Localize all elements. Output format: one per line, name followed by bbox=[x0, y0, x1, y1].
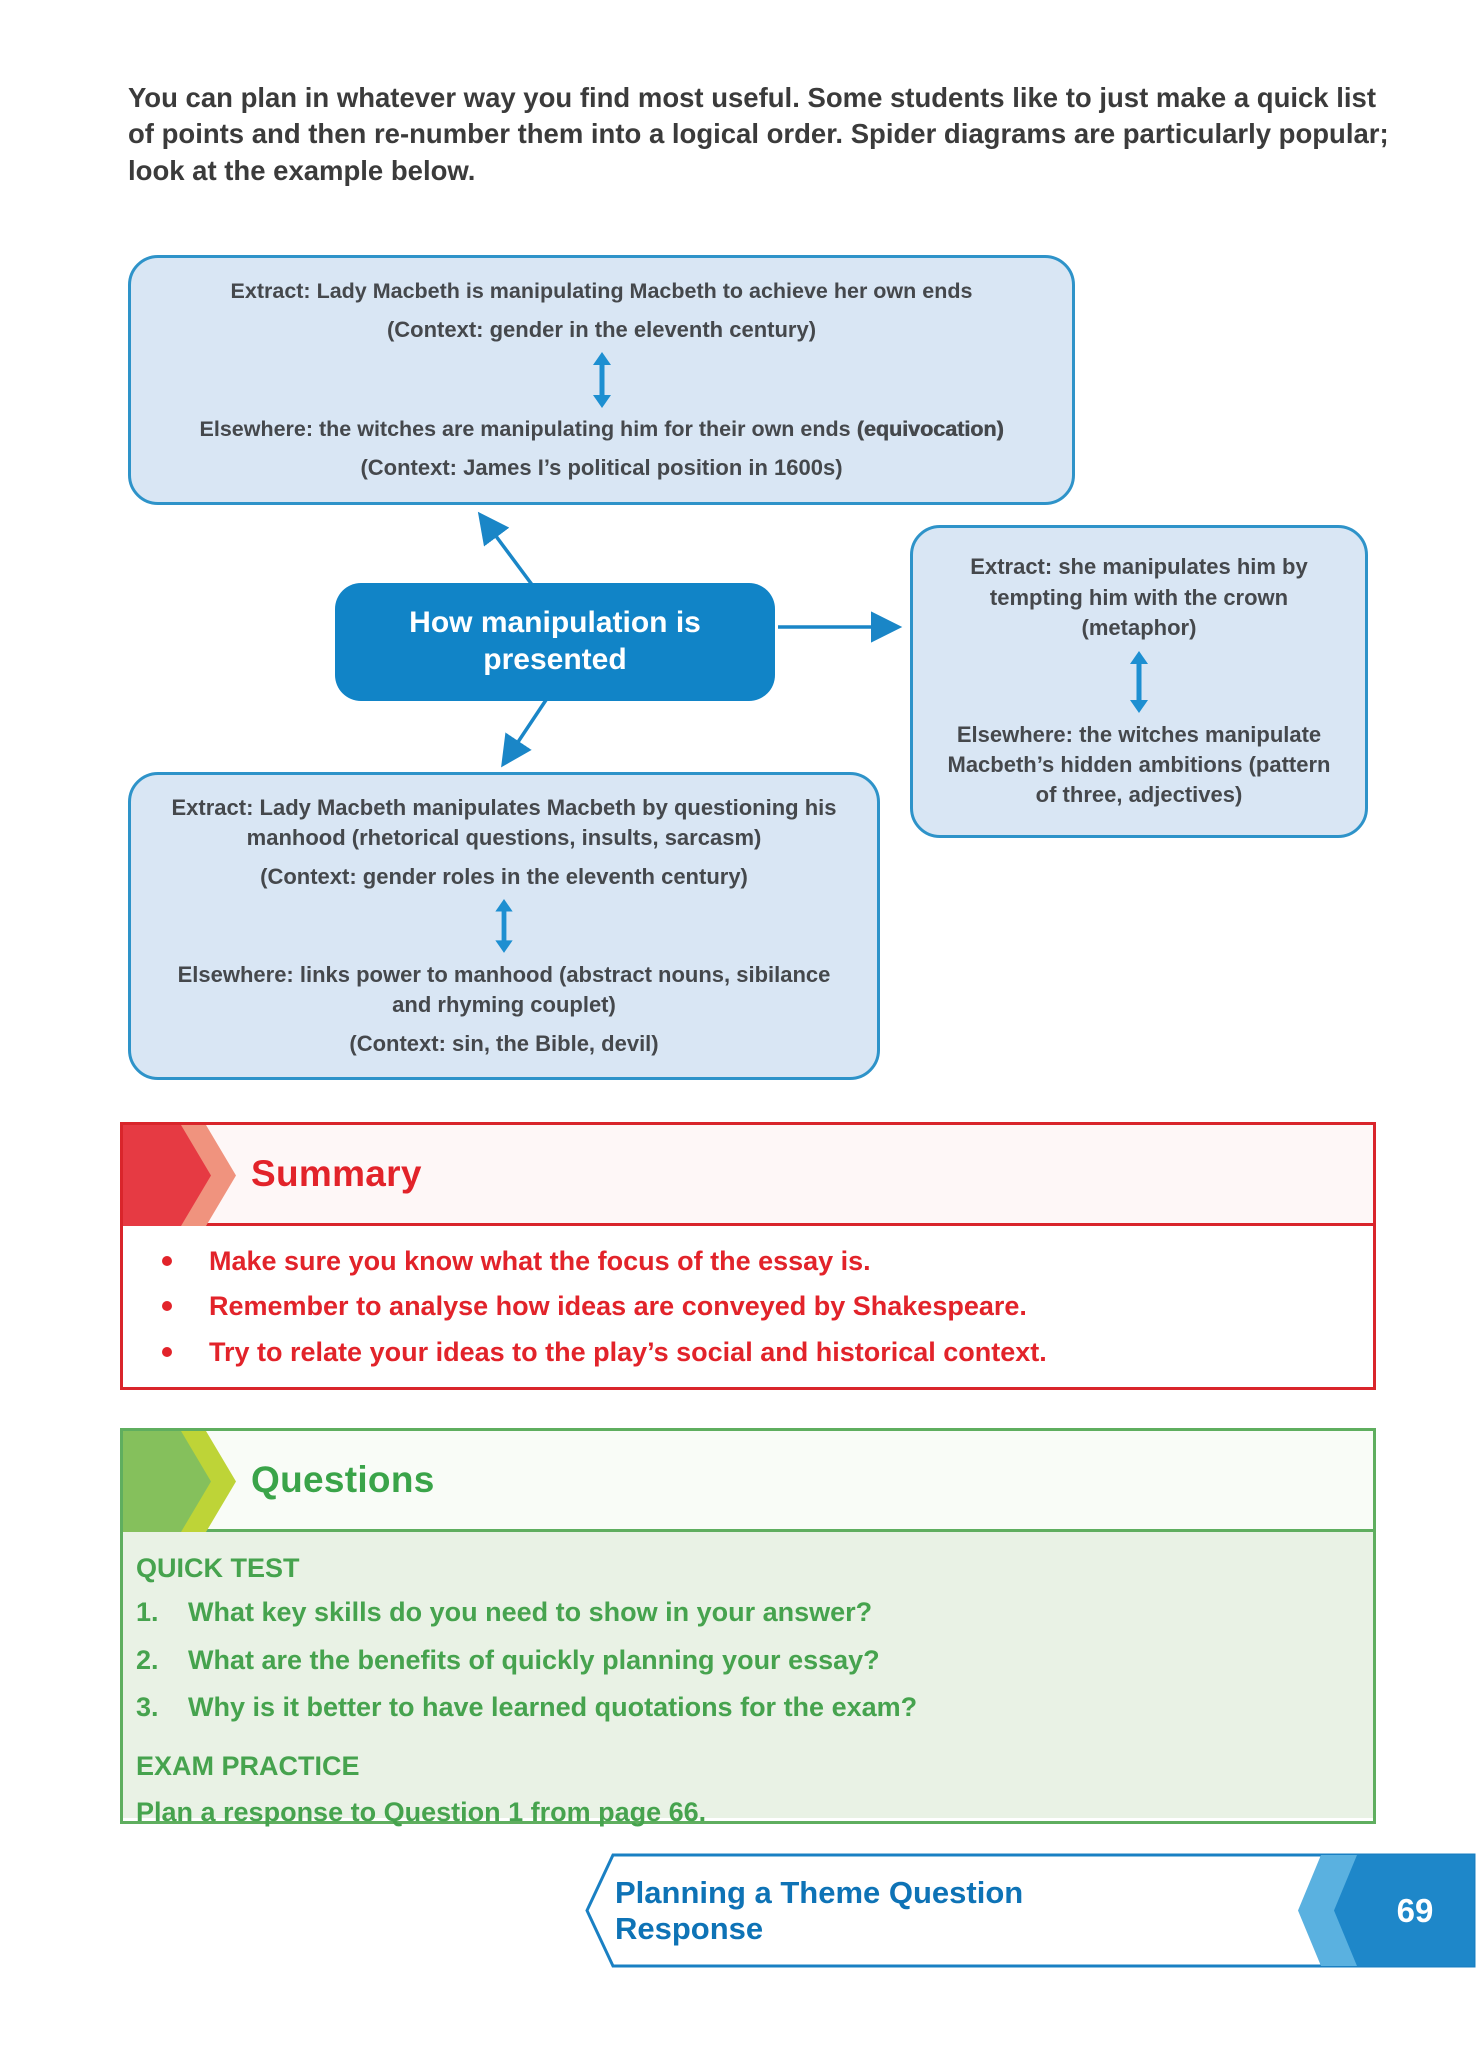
item-text: Why is it better to have learned quotati… bbox=[188, 1692, 918, 1723]
center-topic-label: How manipulation is presented bbox=[409, 606, 701, 676]
double-arrow-icon bbox=[1130, 650, 1148, 713]
item-number: 3. bbox=[136, 1692, 159, 1723]
double-arrow-icon bbox=[495, 899, 513, 953]
questions-title: Questions bbox=[251, 1459, 435, 1500]
intro-paragraph: You can plan in whatever way you find mo… bbox=[128, 82, 1389, 186]
bullet-dot bbox=[162, 1256, 172, 1266]
bullet-dot bbox=[162, 1346, 172, 1357]
footer-banner-shape bbox=[585, 1853, 1476, 1968]
double-arrow-icon bbox=[592, 352, 611, 408]
item-text: What are the benefits of quickly plannin… bbox=[188, 1644, 880, 1675]
context-text: (Context: James I’s political position i… bbox=[360, 454, 843, 480]
context-text: (Context: sin, the Bible, devil) bbox=[349, 1030, 659, 1056]
summary-body: Make sure you know what the focus of the… bbox=[123, 1226, 1373, 1368]
quick-test-label: QUICK TEST bbox=[136, 1553, 300, 1583]
summary-bullet-list: Make sure you know what the focus of the… bbox=[123, 1245, 1353, 1368]
extract-text: Extract: Lady Macbeth manipulates Macbet… bbox=[171, 795, 837, 851]
quick-test-item: 2. What are the benefits of quickly plann… bbox=[136, 1644, 1353, 1676]
questions-panel: Questions QUICK TEST 1. What key skills d… bbox=[120, 1428, 1376, 1827]
questions-chevron-icon bbox=[123, 1431, 236, 1532]
extract-box-top: Extract: Lady Macbeth is manipulating Ma… bbox=[128, 255, 1075, 505]
bullet-text: Make sure you know what the focus of the… bbox=[209, 1246, 871, 1276]
footer-banner: Planning a Theme Question Response 69 bbox=[585, 1853, 1476, 1968]
quick-test-item: 3. Why is it better to have learned quota… bbox=[136, 1691, 1353, 1723]
item-number: 2. bbox=[136, 1644, 159, 1675]
context-text: (Context: gender roles in the eleventh c… bbox=[260, 863, 748, 889]
footer-title: Planning a Theme Question Response bbox=[615, 1874, 1024, 1946]
exam-practice-label: EXAM PRACTICE bbox=[136, 1750, 360, 1781]
extract-box-bottom: Extract: Lady Macbeth manipulates Macbet… bbox=[128, 772, 880, 1080]
elsewhere-text: Elsewhere: the witches are manipulating … bbox=[200, 415, 1004, 445]
extract-text: Extract: she manipulates him by tempting… bbox=[970, 554, 1308, 641]
extract-box-right: Extract: she manipulates him by tempting… bbox=[910, 525, 1368, 838]
summary-bullet-item: Try to relate your ideas to the play’s s… bbox=[123, 1336, 1353, 1368]
bullet-text: Remember to analyse how ideas are convey… bbox=[209, 1291, 1027, 1322]
summary-bullet-item: Make sure you know what the focus of the… bbox=[123, 1245, 1353, 1277]
extract-text: Extract: Lady Macbeth is manipulating Ma… bbox=[230, 278, 973, 303]
exam-practice-text: Plan a response to Question 1 from page … bbox=[136, 1796, 707, 1827]
context-text: (Context: gender in the eleventh century… bbox=[386, 316, 817, 342]
summary-bullet-item: Remember to analyse how ideas are convey… bbox=[123, 1290, 1353, 1322]
center-topic-node: How manipulation is presented bbox=[335, 583, 775, 701]
page-number: 69 bbox=[1396, 1891, 1434, 1929]
quick-test-list: 1. What key skills do you need to show in… bbox=[136, 1596, 1353, 1723]
bullet-text: Try to relate your ideas to the play’s s… bbox=[209, 1336, 1047, 1367]
elsewhere-text: Elsewhere: the witches manipulate Macbet… bbox=[947, 721, 1331, 808]
quick-test-item: 1. What key skills do you need to show in… bbox=[136, 1596, 1353, 1628]
questions-header: Questions bbox=[123, 1431, 1373, 1532]
summary-panel: Summary Make sure you know what the focu… bbox=[120, 1122, 1376, 1390]
summary-title: Summary bbox=[251, 1153, 422, 1194]
item-number: 1. bbox=[136, 1597, 159, 1628]
summary-chevron-icon bbox=[123, 1125, 236, 1226]
questions-body: QUICK TEST 1. What key skills do you need… bbox=[123, 1532, 1373, 1827]
elsewhere-bold-term: (equivocation) bbox=[856, 417, 1004, 441]
elsewhere-text: Elsewhere: links power to manhood (abstr… bbox=[177, 961, 831, 1018]
elsewhere-prefix: Elsewhere: the witches are manipulating … bbox=[199, 417, 857, 441]
item-text: What key skills do you need to show in y… bbox=[188, 1597, 873, 1628]
bullet-dot bbox=[162, 1301, 172, 1312]
summary-header: Summary bbox=[123, 1125, 1373, 1226]
